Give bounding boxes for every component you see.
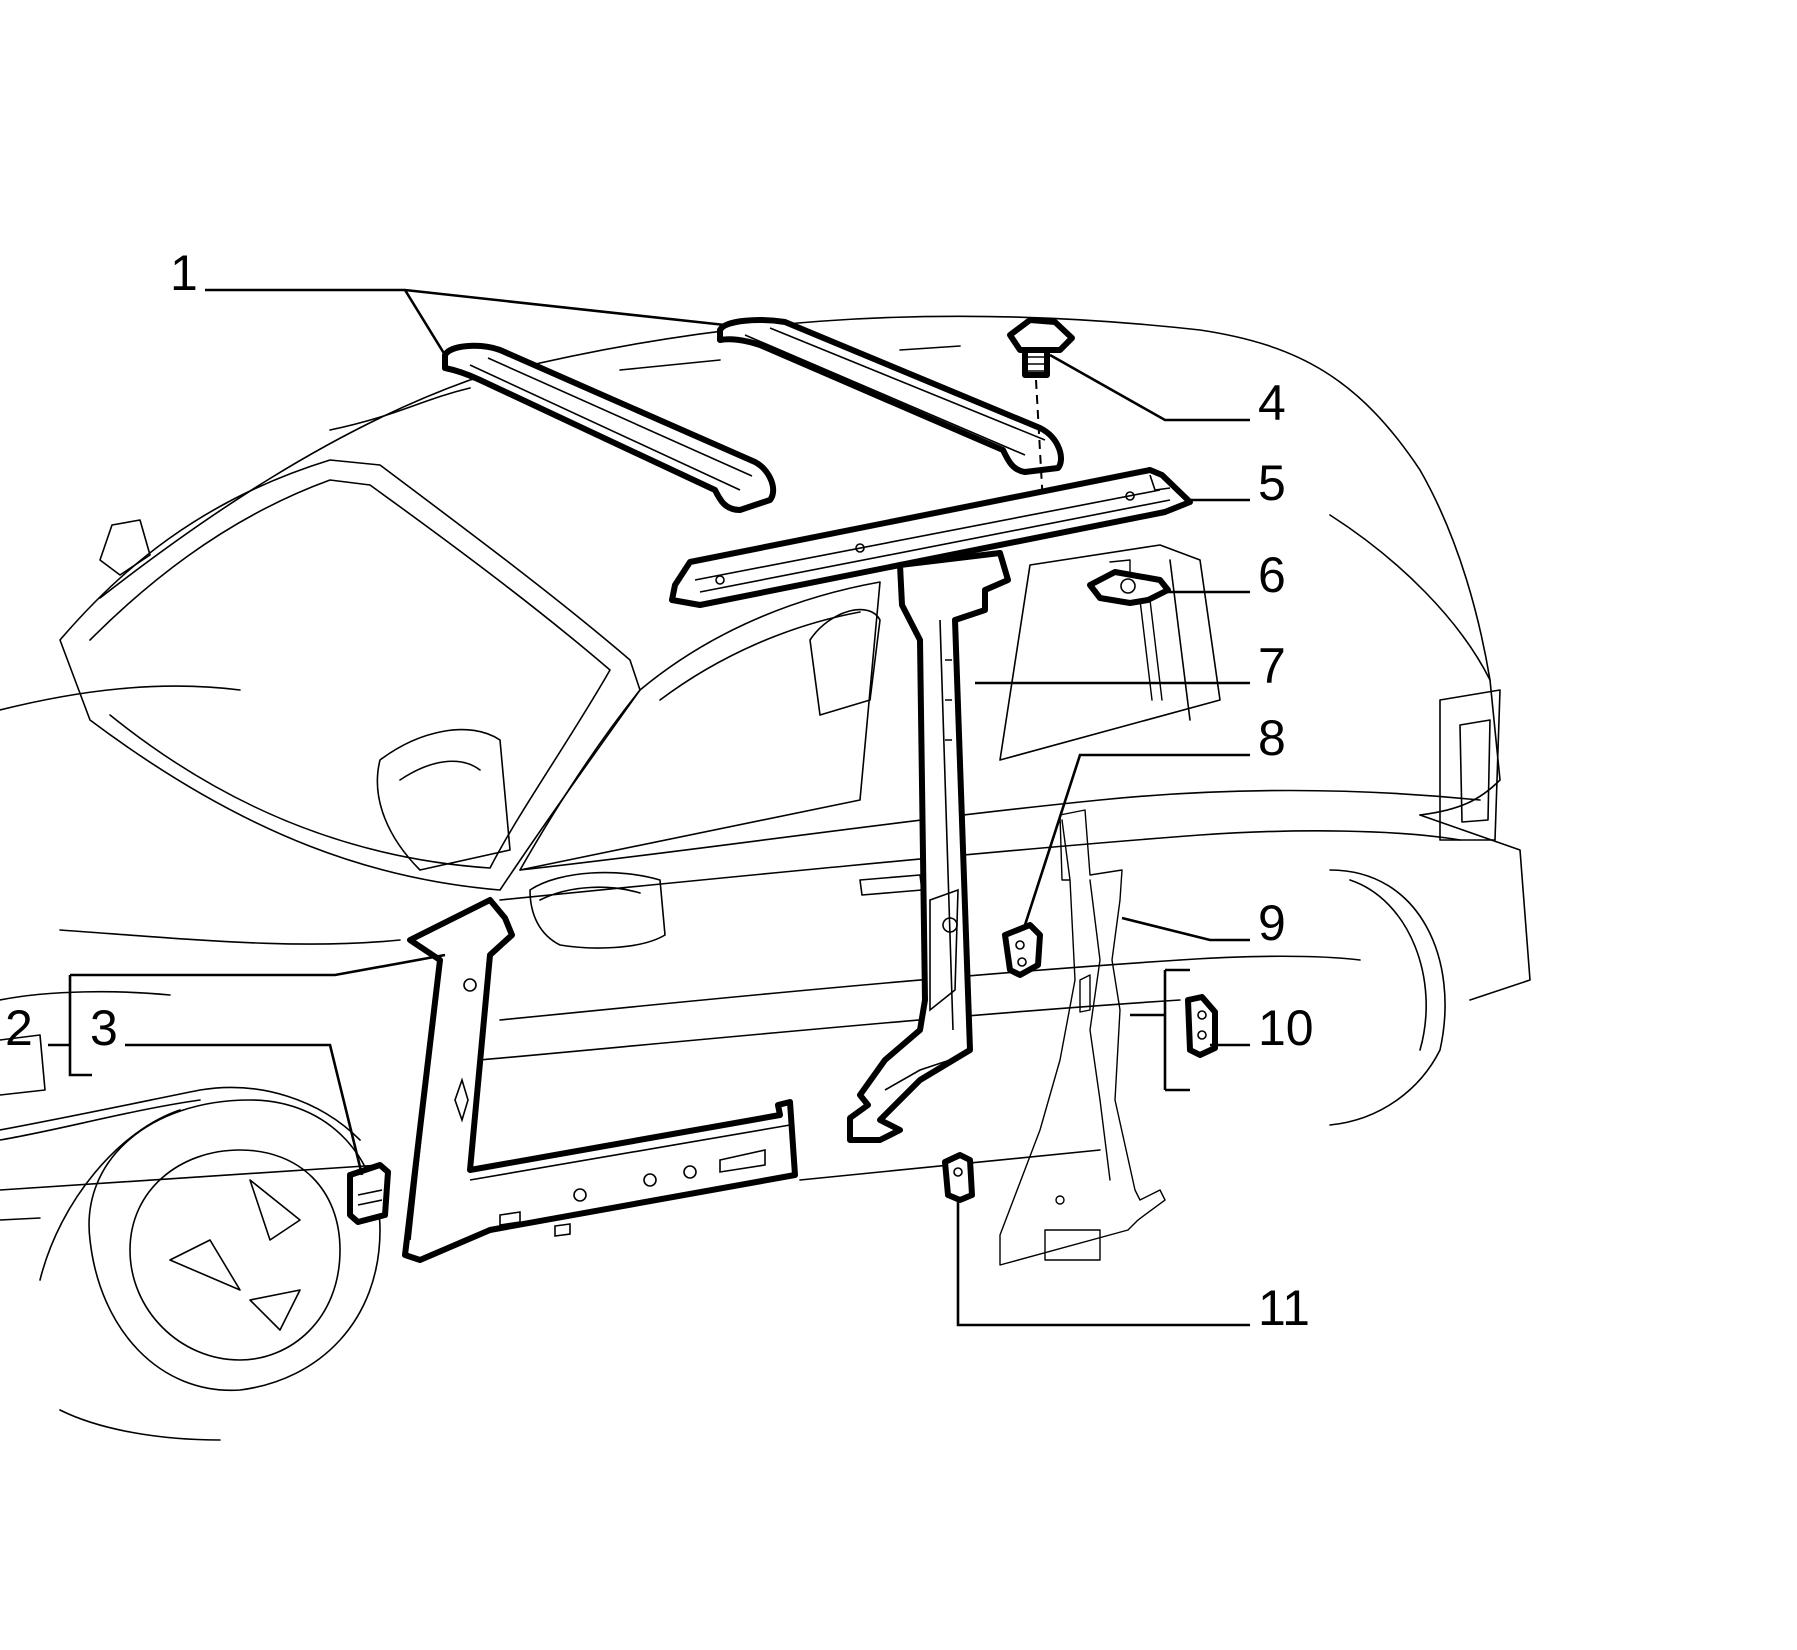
part-5-roof-header-rail <box>669 467 1193 608</box>
callout-labels: 1 2 3 4 5 6 7 8 9 10 11 <box>5 245 1314 1336</box>
callout-9: 9 <box>1258 895 1286 951</box>
bolt-axis-line <box>1035 379 1046 541</box>
leader-8 <box>1023 753 1250 926</box>
leader-11 <box>956 1200 1250 1327</box>
callout-4: 4 <box>1258 375 1286 431</box>
part-11-spacer <box>942 1152 975 1203</box>
leader-lines <box>48 288 1250 1327</box>
car-outline <box>0 315 1531 1441</box>
callout-5: 5 <box>1258 455 1286 511</box>
part-9-pillar-reinforcement <box>999 809 1166 1266</box>
part-1-roof-crossmember-front <box>442 342 777 513</box>
leader-9 <box>1121 916 1250 942</box>
part-10-plate <box>1185 994 1218 1058</box>
part-4-bolt <box>1007 317 1075 378</box>
leader-10 <box>1130 968 1250 1092</box>
leader-1 <box>205 288 726 356</box>
part-7-b-pillar <box>847 550 1011 1143</box>
leader-3 <box>125 1043 364 1176</box>
callout-10: 10 <box>1258 1000 1314 1056</box>
callout-11: 11 <box>1258 1280 1310 1336</box>
part-2-a-pillar-sill-frame <box>402 897 798 1263</box>
callout-3: 3 <box>90 1000 118 1056</box>
leader-4 <box>1049 353 1250 422</box>
callout-6: 6 <box>1258 547 1286 603</box>
callout-2: 2 <box>5 1000 33 1056</box>
callout-1: 1 <box>170 245 198 301</box>
part-3-bracket <box>347 1162 391 1225</box>
part-1-roof-crossmember-rear <box>717 317 1064 475</box>
part-6-bracket <box>1087 559 1171 701</box>
leader-2 <box>48 953 446 1077</box>
callout-7: 7 <box>1258 638 1286 694</box>
part-8-gusset-plate <box>1002 922 1043 978</box>
callout-8: 8 <box>1258 710 1286 766</box>
